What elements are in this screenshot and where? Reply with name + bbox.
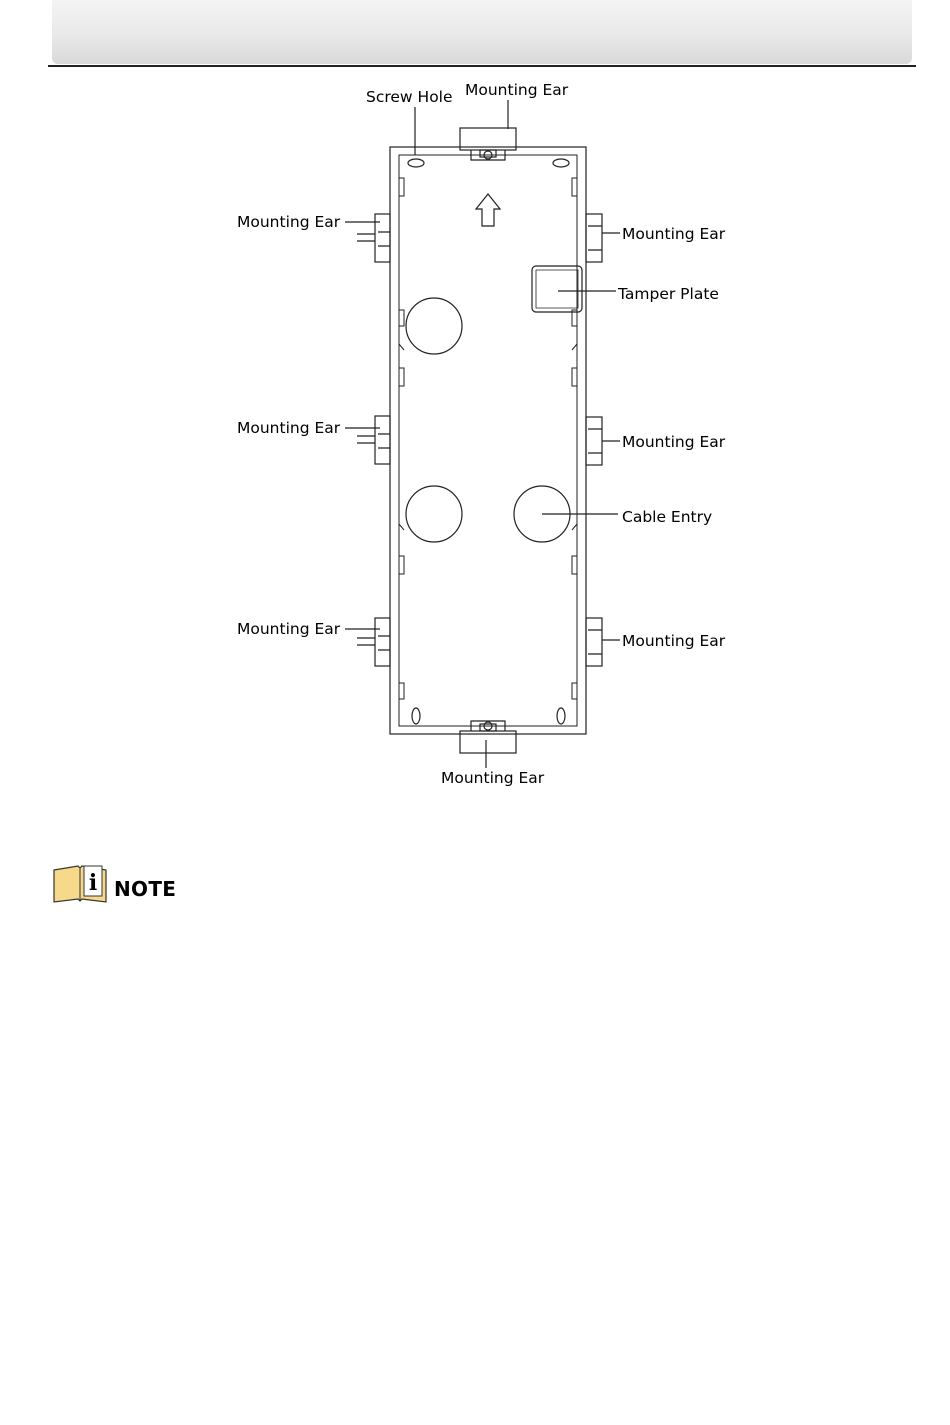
backbox-diagram: Screw Hole Mounting Ear Mounting Ear Mou… — [0, 0, 950, 830]
label-mounting-ear-bottom: Mounting Ear — [441, 769, 545, 787]
label-tamper-plate: Tamper Plate — [617, 285, 719, 303]
backbox-outline — [390, 147, 586, 734]
screw-hole-bottom-right — [557, 708, 565, 724]
tamper-plate — [532, 266, 582, 312]
cable-entry-top-left — [406, 298, 462, 354]
cable-entry-bottom-left — [406, 486, 462, 542]
label-mounting-ear-right-top: Mounting Ear — [622, 225, 726, 243]
note-label: NOTE — [114, 877, 176, 901]
label-screw-hole: Screw Hole — [366, 88, 453, 106]
label-mounting-ear-left-mid: Mounting Ear — [237, 419, 341, 437]
wall-notches — [399, 178, 577, 699]
backbox-inner-wall — [399, 155, 577, 726]
mounting-ear-left-top — [357, 214, 390, 262]
note-callout: i NOTE — [52, 862, 176, 906]
screw-hole-top-right — [553, 159, 569, 167]
up-arrow-icon — [476, 194, 500, 226]
mounting-ear-left-bottom — [357, 618, 390, 666]
screw-hole-bottom-left — [412, 708, 420, 724]
label-mounting-ear-right-mid: Mounting Ear — [622, 433, 726, 451]
screw-hole-top-left — [408, 159, 424, 167]
label-mounting-ear-left-top: Mounting Ear — [237, 213, 341, 231]
mounting-ear-right-mid — [586, 417, 602, 465]
info-book-icon: i — [52, 862, 108, 906]
mounting-ear-right-top — [586, 214, 602, 262]
mounting-ear-left-mid — [357, 416, 390, 464]
label-mounting-ear-right-bottom: Mounting Ear — [622, 632, 726, 650]
label-mounting-ear-left-bottom: Mounting Ear — [237, 620, 341, 638]
svg-text:i: i — [89, 870, 97, 896]
mounting-ear-right-bottom — [586, 618, 602, 666]
label-cable-entry: Cable Entry — [622, 508, 712, 526]
label-mounting-ear-top: Mounting Ear — [465, 81, 569, 99]
